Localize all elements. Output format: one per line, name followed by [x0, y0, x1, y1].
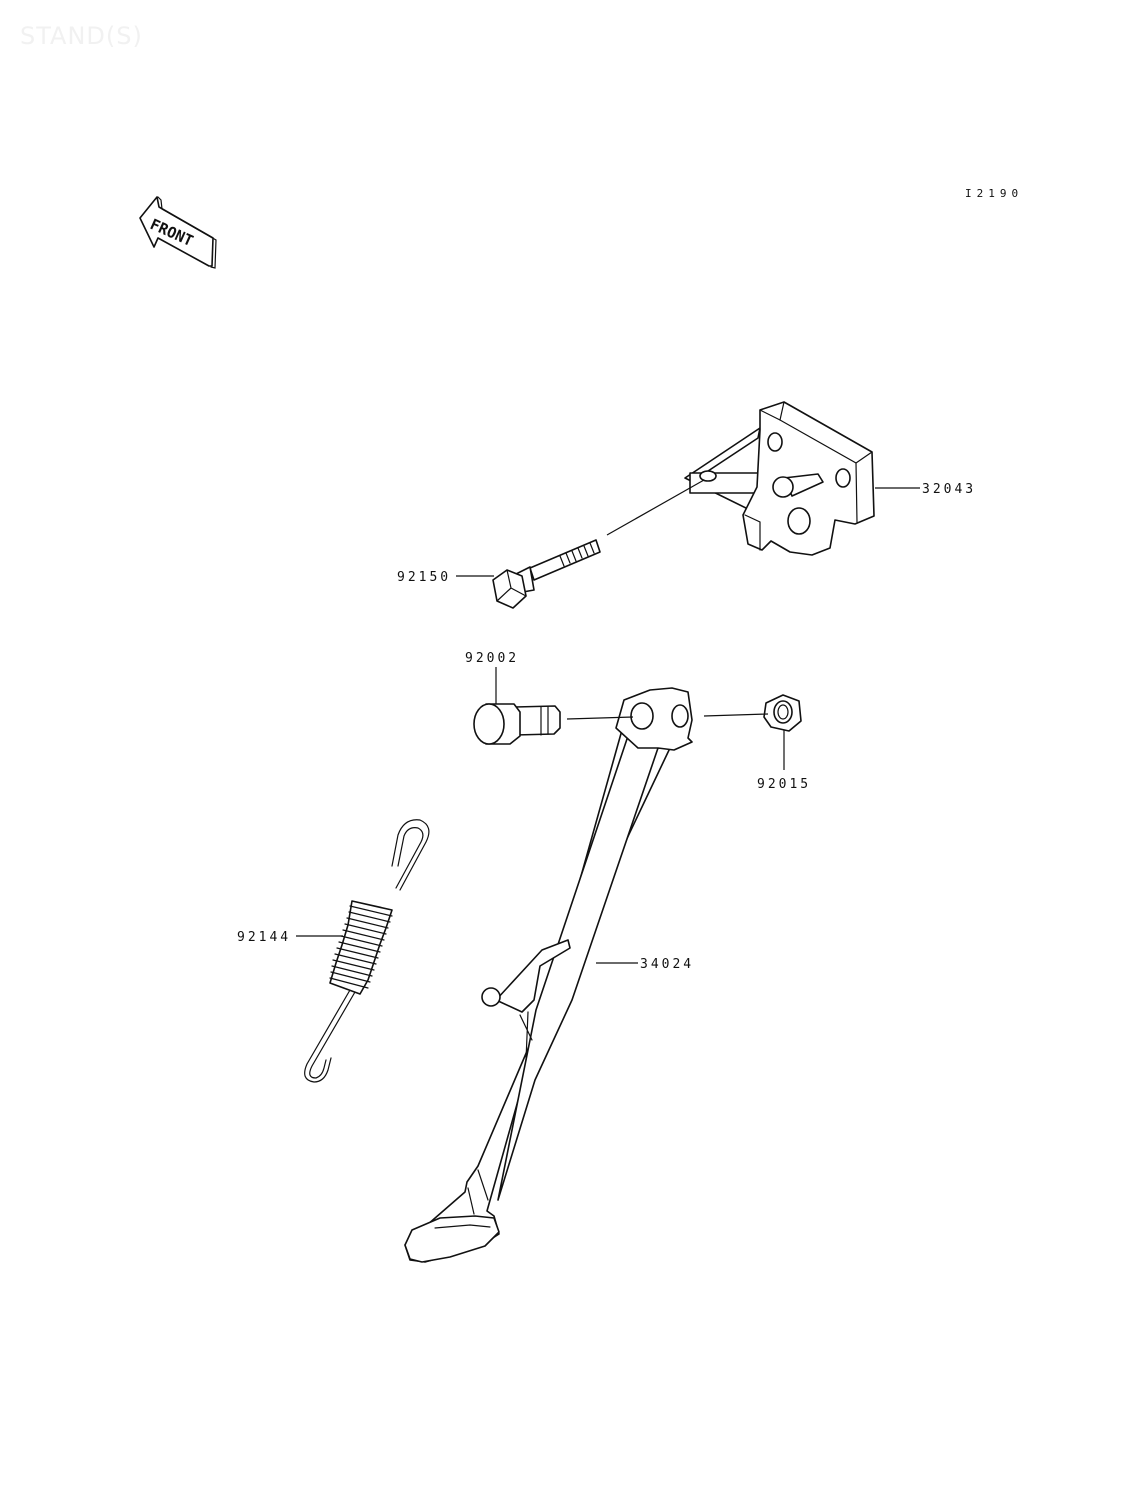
leader-92150-axis [606, 479, 705, 536]
bolt-92002 [473, 703, 561, 745]
diagram-id: I2190 [965, 187, 1024, 200]
part-label-32043: 32043 [922, 482, 976, 497]
bolt-92150 [492, 539, 601, 609]
spring-92144 [304, 819, 430, 1083]
part-label-92002: 92002 [465, 651, 519, 666]
bracket-32043 [684, 401, 875, 556]
leader-92015-axis [703, 713, 769, 717]
nut-92015 [763, 694, 802, 732]
watermark-title: STAND(S) [20, 22, 143, 50]
part-label-34024: 34024 [640, 957, 694, 972]
leader-92002-axis [566, 716, 634, 720]
part-label-92150: 92150 [397, 570, 451, 585]
front-arrow-icon: FRONT [139, 196, 217, 269]
part-label-92144: 92144 [237, 930, 291, 945]
side-stand-34024 [404, 687, 693, 1263]
part-label-92015: 92015 [757, 777, 811, 792]
